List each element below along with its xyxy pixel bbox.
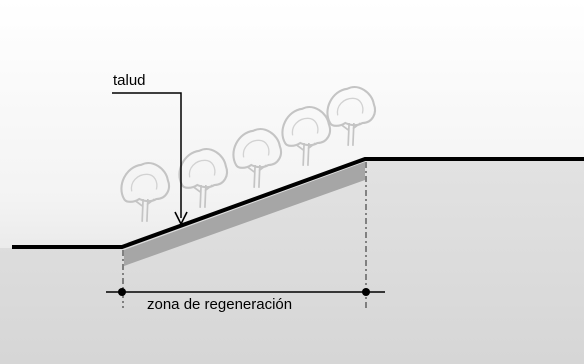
regeneration-zone-label: zona de regeneración [147,296,293,313]
dot-icon [362,288,370,296]
arrow-down-icon [174,211,188,226]
dot-icon [118,288,126,296]
slope-shadow [124,162,365,266]
slope-leader-line [112,92,182,218]
slope-label: talud [113,72,146,89]
ground-fill [0,160,584,364]
ground-profile-line [12,157,584,249]
